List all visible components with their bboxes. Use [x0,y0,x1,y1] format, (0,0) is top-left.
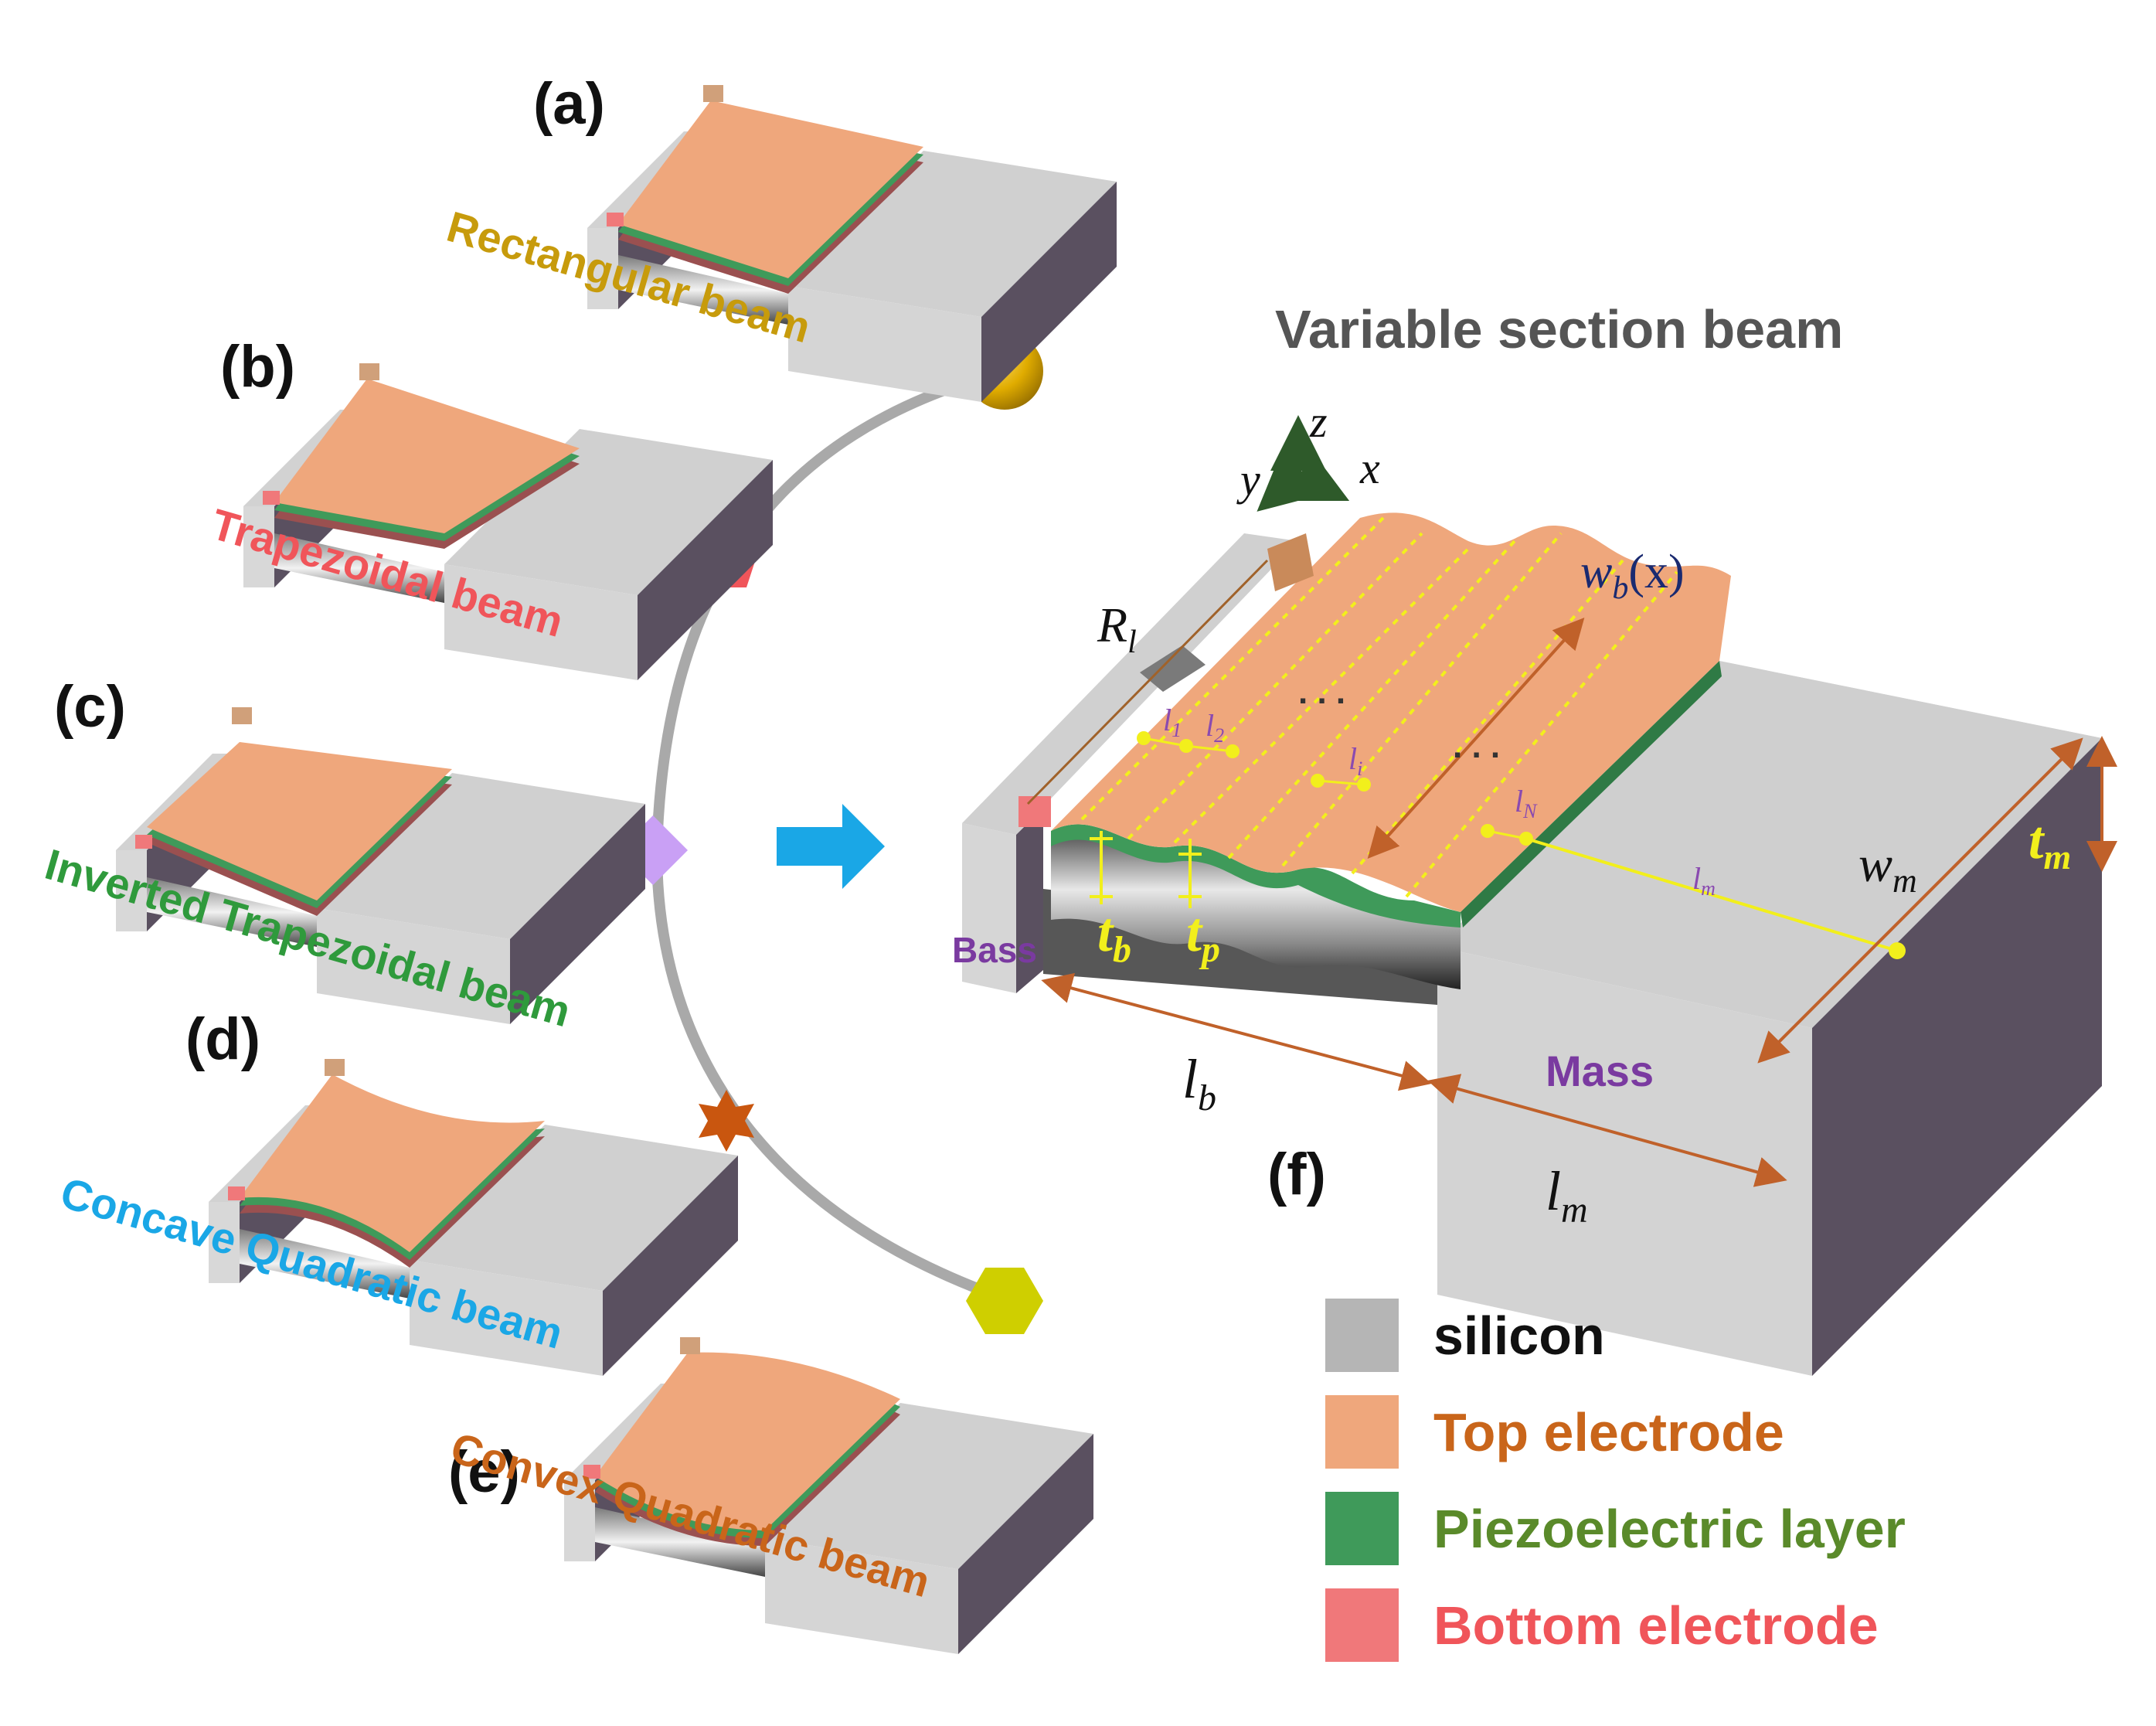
axis-z-label: z [1309,397,1328,447]
star-marker-icon [699,1090,754,1152]
svg-text:l1: l1 [1163,703,1182,741]
resistor-label: Rl [1097,597,1137,660]
legend-item: Piezoelectric layer [1325,1492,1906,1565]
legend-item: Bottom electrode [1325,1588,1879,1662]
top-electrode-surface [147,742,452,900]
svg-text:lN: lN [1515,784,1538,822]
panel-tag: (d) [185,1006,260,1072]
mass-length-arrow [1427,1074,1787,1187]
legend-label: Bottom electrode [1433,1595,1879,1656]
axis-y-label: y [1236,454,1260,505]
width-function-label: wb(x) [1580,546,1685,606]
panel-tag: (a) [533,71,605,137]
top-electrode-pad [1267,533,1314,591]
svg-text:li: li [1348,741,1362,780]
top-electrode-surface [595,1352,900,1530]
thickness-markers [1090,831,1202,908]
panel-tag: (b) [220,334,295,400]
piezo-right-edge [1461,661,1722,928]
beam-length-arrow [1041,972,1432,1091]
base-label: Bass [952,930,1037,970]
hexagon-marker-icon [966,1268,1043,1334]
svg-text:lm: lm [1692,861,1716,900]
legend-item: Top electrode [1325,1395,1784,1469]
svg-text:l2: l2 [1206,708,1224,747]
piezo-thickness-label: tp [1186,901,1220,970]
top-electrode-surface [240,1074,545,1252]
top-electrode-surface [274,379,580,533]
panel-c: (c)Inverted Trapezoidal beam [40,674,645,1036]
mass-width-arrow [1757,737,2083,1064]
coordinate-axes [1257,415,1350,512]
mass-label: Mass [1546,1047,1654,1095]
legend-label: Top electrode [1433,1402,1784,1462]
panel-b: (b)Trapezoidal beam [206,334,773,680]
axis-x-label: x [1359,443,1380,493]
main-beam-diagram: Variable section beam [952,299,2117,1376]
legend-swatch [1325,1588,1399,1662]
panel-tag: (e) [448,1439,520,1505]
segment-l2: l2 [1185,708,1240,758]
base-block [962,533,1298,993]
ellipsis-lower: . . . [1453,727,1500,765]
panel-d: (d)Concave Quadratic beam [56,1006,738,1376]
resistor-icon [1140,645,1206,692]
legend-label: Piezoelectric layer [1433,1499,1906,1559]
legend-swatch [1325,1492,1399,1565]
segment-l1: l1 [1137,703,1193,753]
width-arrow [1367,618,1585,859]
legend-item: silicon [1325,1299,1605,1372]
transition-arrow-icon [777,804,885,889]
top-electrode-surface [618,100,923,278]
beam-length-label: lb [1182,1048,1216,1118]
legend-label: silicon [1433,1306,1605,1366]
beam-front-face [1051,836,1461,989]
ellipsis-upper: . . . [1298,673,1345,711]
piezo-layer-band [1051,824,1461,928]
panel-tag: (c) [54,674,126,740]
segment-li: li [1311,741,1371,792]
resistor-wire [1026,559,1269,805]
panel-f-tag: (f) [1267,1142,1326,1207]
panel-a: (a)Rectangular beam [442,71,1117,402]
mass-length-label: lm [1546,1160,1588,1231]
legend-swatch [1325,1299,1399,1372]
bottom-electrode-pad [1018,796,1051,827]
panel-e: (e)Convex Quadratic beam [446,1337,1093,1654]
mass-thickness-label: tm [2028,811,2071,877]
legend-swatch [1325,1395,1399,1469]
main-title: Variable section beam [1275,299,1843,359]
beam-thickness-label: tb [1097,901,1131,970]
